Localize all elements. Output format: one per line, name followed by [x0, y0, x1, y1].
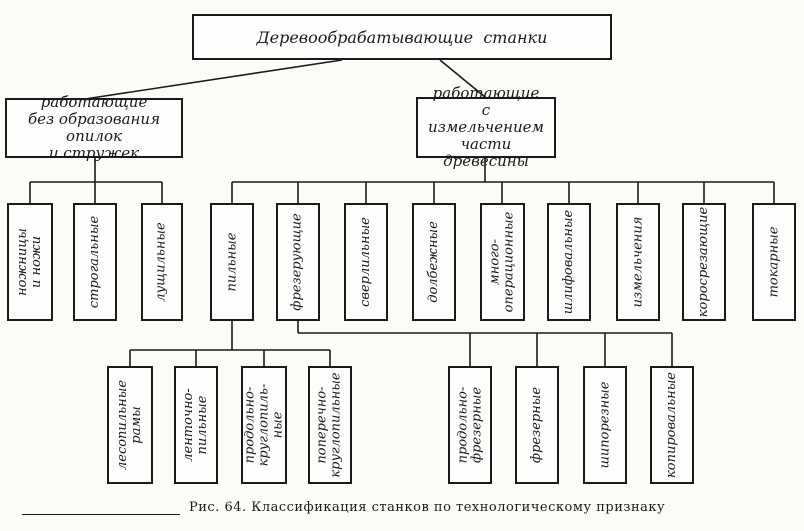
node-lushchilnye-label: лущильные: [154, 222, 169, 302]
node-strogalnye-label: строгальные: [87, 215, 102, 309]
node-tokarnye-label: токарные: [766, 226, 781, 298]
node-lesopilnye-ramy-label: лесопильные рамы: [115, 379, 144, 471]
root-node: Деревообрабатывающие станки: [192, 14, 612, 60]
connector-root-right: [439, 59, 486, 98]
node-lesopilnye-ramy: лесопильные рамы: [107, 366, 153, 484]
node-nozhnitsy-label: ножницы и ножи: [15, 228, 45, 296]
group-right-label: работающие с измельчением части древесин…: [428, 84, 544, 170]
node-izmelcheniya: измельчения: [616, 203, 660, 321]
node-lentochnopilnye-label: ленточно- пильные: [181, 388, 210, 462]
caption-rule: [22, 514, 180, 515]
node-mnogooperatsionnye-label: много- операционные: [487, 211, 517, 313]
group-right-node: работающие с измельчением части древесин…: [416, 85, 556, 170]
node-lentochnopilnye: ленточно- пильные: [174, 366, 218, 484]
node-tokarnye: токарные: [752, 203, 796, 321]
node-shlifovalnye-label: шлифовальные: [561, 209, 577, 315]
node-izmelcheniya-label: измельчения: [630, 216, 645, 308]
node-shiporeznye-label: шипорезные: [597, 381, 612, 469]
node-dolbezhnye-label: долбежные: [426, 221, 441, 303]
node-pilnye: пильные: [210, 203, 254, 321]
node-pilnye-label: пильные: [224, 232, 240, 292]
node-frezernye: фрезерные: [515, 366, 559, 484]
node-frezernye-label: фрезерные: [529, 386, 545, 464]
node-kopirovalnye-label: копировальные: [664, 372, 679, 478]
node-dolbezhnye: долбежные: [412, 203, 456, 321]
node-frezeruyushchie-label: фрезерующие: [290, 213, 305, 311]
root-label: Деревообрабатывающие станки: [256, 27, 548, 47]
node-prodolno-kruglopilnye-label: продольно- круглопиль- ные: [242, 383, 286, 467]
node-kopirovalnye: копировальные: [650, 366, 694, 484]
node-prodolno-frezernye-label: продольно- фрезерные: [455, 386, 485, 464]
node-sverlilnye: сверлильные: [344, 203, 388, 321]
node-prodolno-kruglopilnye: продольно- круглопиль- ные: [241, 366, 287, 484]
group-left-label: работающие без образования опилок и стру…: [27, 93, 161, 162]
node-nozhnitsy: ножницы и ножи: [7, 203, 53, 321]
node-mnogooperatsionnye: много- операционные: [480, 203, 525, 321]
node-korosrezayushchie-label: коросрезающие: [696, 206, 711, 318]
node-prodolno-frezernye: продольно- фрезерные: [448, 366, 492, 484]
figure-caption: Рис. 64. Классификация станков по технол…: [189, 500, 666, 515]
node-frezeruyushchie: фрезерующие: [276, 203, 320, 321]
node-sverlilnye-label: сверлильные: [358, 217, 373, 307]
connector-root-left: [84, 59, 343, 100]
group-left-node: работающие без образования опилок и стру…: [5, 94, 183, 162]
node-shlifovalnye: шлифовальные: [547, 203, 591, 321]
node-poperechno-kruglopilnye: поперечно- круглопильные: [308, 366, 352, 484]
node-shiporeznye: шипорезные: [583, 366, 627, 484]
node-lushchilnye: лущильные: [141, 203, 183, 321]
node-poperechno-kruglopilnye-label: поперечно- круглопильные: [315, 372, 344, 478]
node-strogalnye: строгальные: [73, 203, 117, 321]
node-korosrezayushchie: коросрезающие: [682, 203, 726, 321]
